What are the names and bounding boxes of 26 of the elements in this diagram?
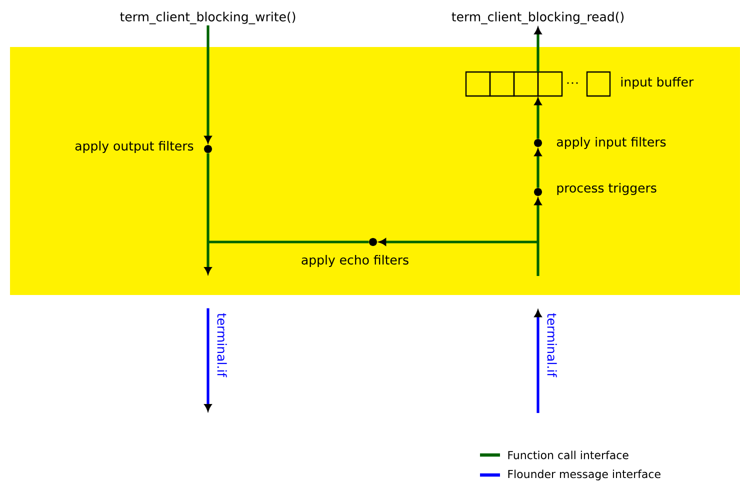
legend-label: Function call interface	[508, 450, 628, 460]
legend-label: Flounder message interface	[508, 470, 660, 480]
step-label: apply echo filters	[302, 254, 408, 268]
filter-dot	[534, 188, 542, 196]
arrow	[534, 198, 542, 276]
arrow	[534, 98, 542, 139]
arrow	[534, 27, 542, 72]
arrow	[534, 310, 542, 413]
filter-dot	[369, 238, 377, 246]
step-label: apply input filters	[556, 136, 666, 150]
buffer-drawing	[465, 71, 611, 97]
function-name: term_client_blocking_write()	[120, 12, 296, 24]
filter-dot	[534, 139, 542, 147]
arrow	[204, 308, 212, 412]
library-background	[10, 47, 740, 295]
interface-label: terminal.if	[217, 313, 227, 378]
step-label: input buffer	[621, 76, 694, 90]
arrow	[379, 238, 538, 246]
arrow	[204, 25, 212, 143]
step-label: process triggers	[557, 182, 656, 196]
filter-dot	[204, 145, 212, 153]
arrow	[534, 149, 542, 188]
step-label: apply output filters	[75, 140, 194, 154]
arrow	[204, 153, 212, 274]
function-name: term_client_blocking_read()	[452, 12, 624, 24]
interface-label: terminal.if	[547, 313, 557, 378]
